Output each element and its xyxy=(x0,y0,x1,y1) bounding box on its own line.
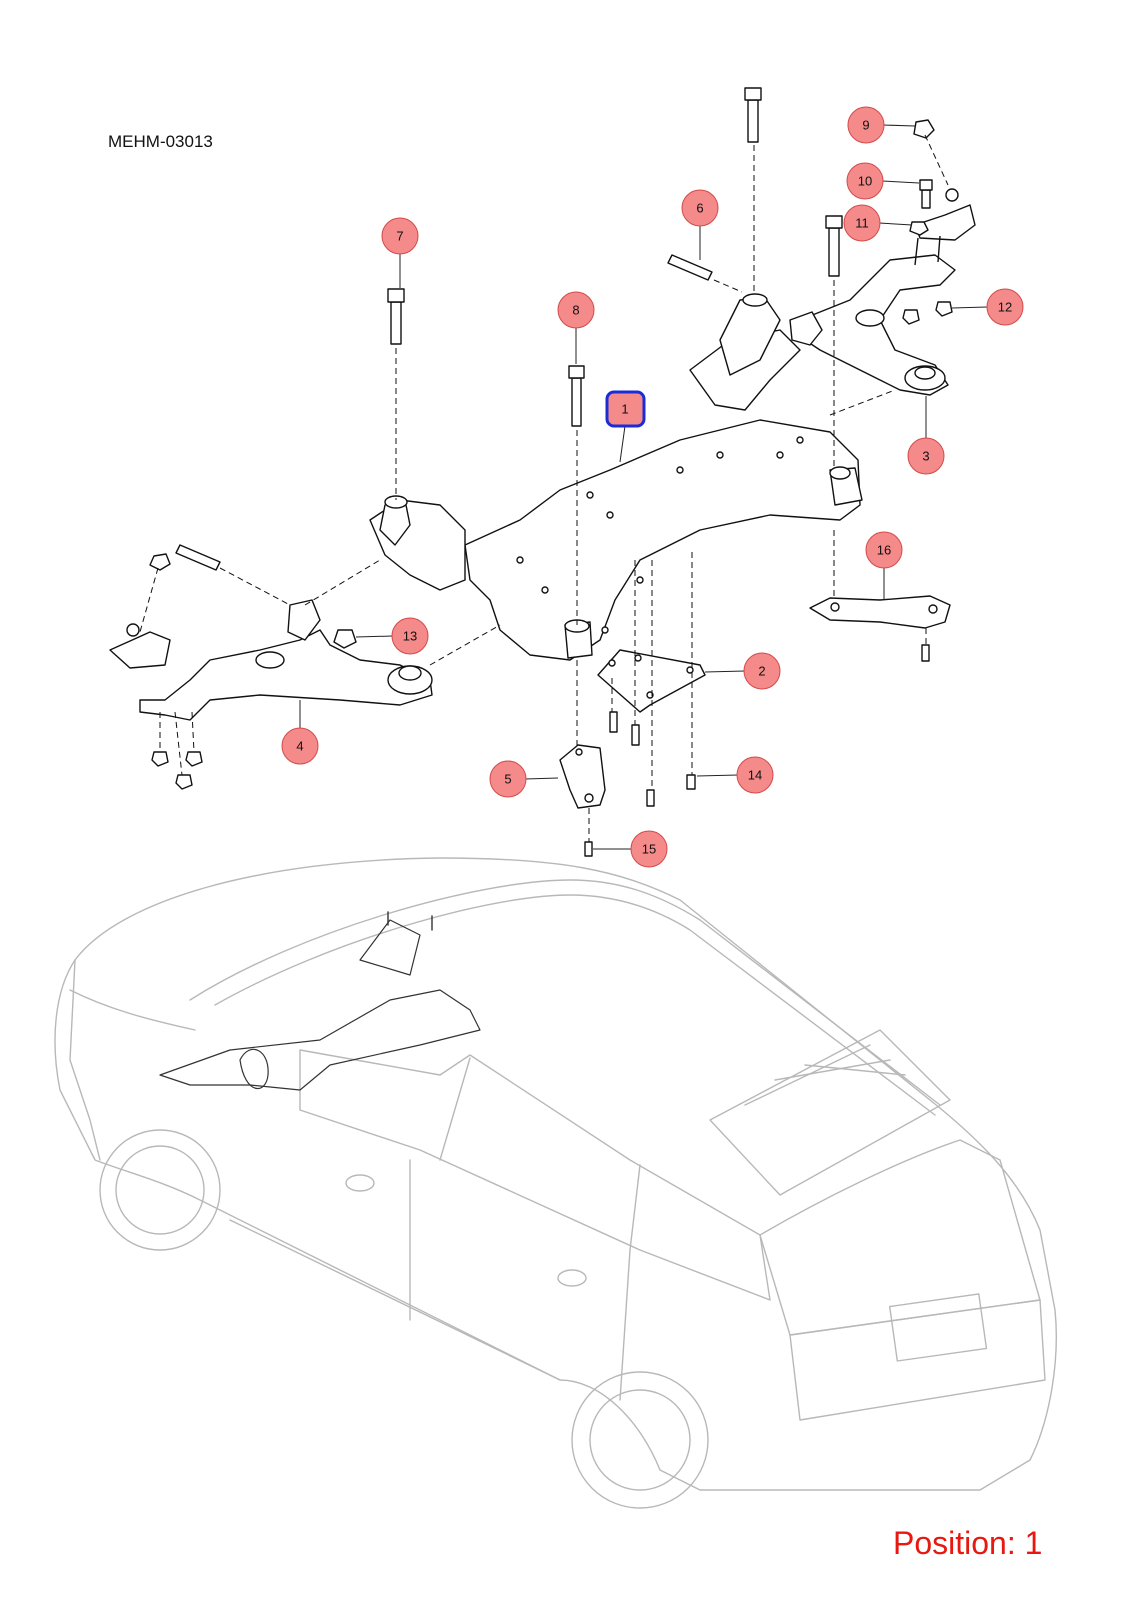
position-label: Position: 1 xyxy=(893,1525,1043,1561)
callout-14[interactable]: 14 xyxy=(736,756,774,794)
callout-12-label: 12 xyxy=(998,300,1012,315)
callout-7-label: 7 xyxy=(396,229,403,244)
callout-leaders xyxy=(299,124,988,850)
callout-1[interactable]: 1 xyxy=(605,390,646,428)
callout-12[interactable]: 12 xyxy=(986,288,1024,326)
callout-16[interactable]: 16 xyxy=(865,531,903,569)
vehicle-outline xyxy=(54,857,1057,1509)
callout-16-label: 16 xyxy=(877,543,891,558)
callout-8-label: 8 xyxy=(572,303,579,318)
callout-1-label: 1 xyxy=(621,402,628,417)
callout-2-label: 2 xyxy=(758,664,765,679)
callout-7[interactable]: 7 xyxy=(381,217,419,255)
callout-10-label: 10 xyxy=(858,174,872,189)
callout-6[interactable]: 6 xyxy=(681,189,719,227)
callout-13[interactable]: 13 xyxy=(391,617,429,655)
callout-6-label: 6 xyxy=(696,201,703,216)
drawing-code: MEHM-03013 xyxy=(108,132,213,151)
callout-15[interactable]: 15 xyxy=(630,830,668,868)
callout-9-label: 9 xyxy=(862,118,869,133)
callout-3[interactable]: 3 xyxy=(907,437,945,475)
callout-9[interactable]: 9 xyxy=(847,106,885,144)
callout-10[interactable]: 10 xyxy=(846,162,884,200)
callout-11[interactable]: 11 xyxy=(843,204,881,242)
front-subframe-assembly xyxy=(109,87,976,857)
callout-3-label: 3 xyxy=(922,449,929,464)
callout-14-label: 14 xyxy=(748,768,762,783)
callout-2[interactable]: 2 xyxy=(743,652,781,690)
callout-15-label: 15 xyxy=(642,842,656,857)
callout-4[interactable]: 4 xyxy=(281,727,319,765)
callout-13-label: 13 xyxy=(403,629,417,644)
callout-5[interactable]: 5 xyxy=(489,760,527,798)
callout-8[interactable]: 8 xyxy=(557,291,595,329)
callout-11-label: 11 xyxy=(855,216,869,231)
callout-4-label: 4 xyxy=(296,739,303,754)
callout-5-label: 5 xyxy=(504,772,511,787)
